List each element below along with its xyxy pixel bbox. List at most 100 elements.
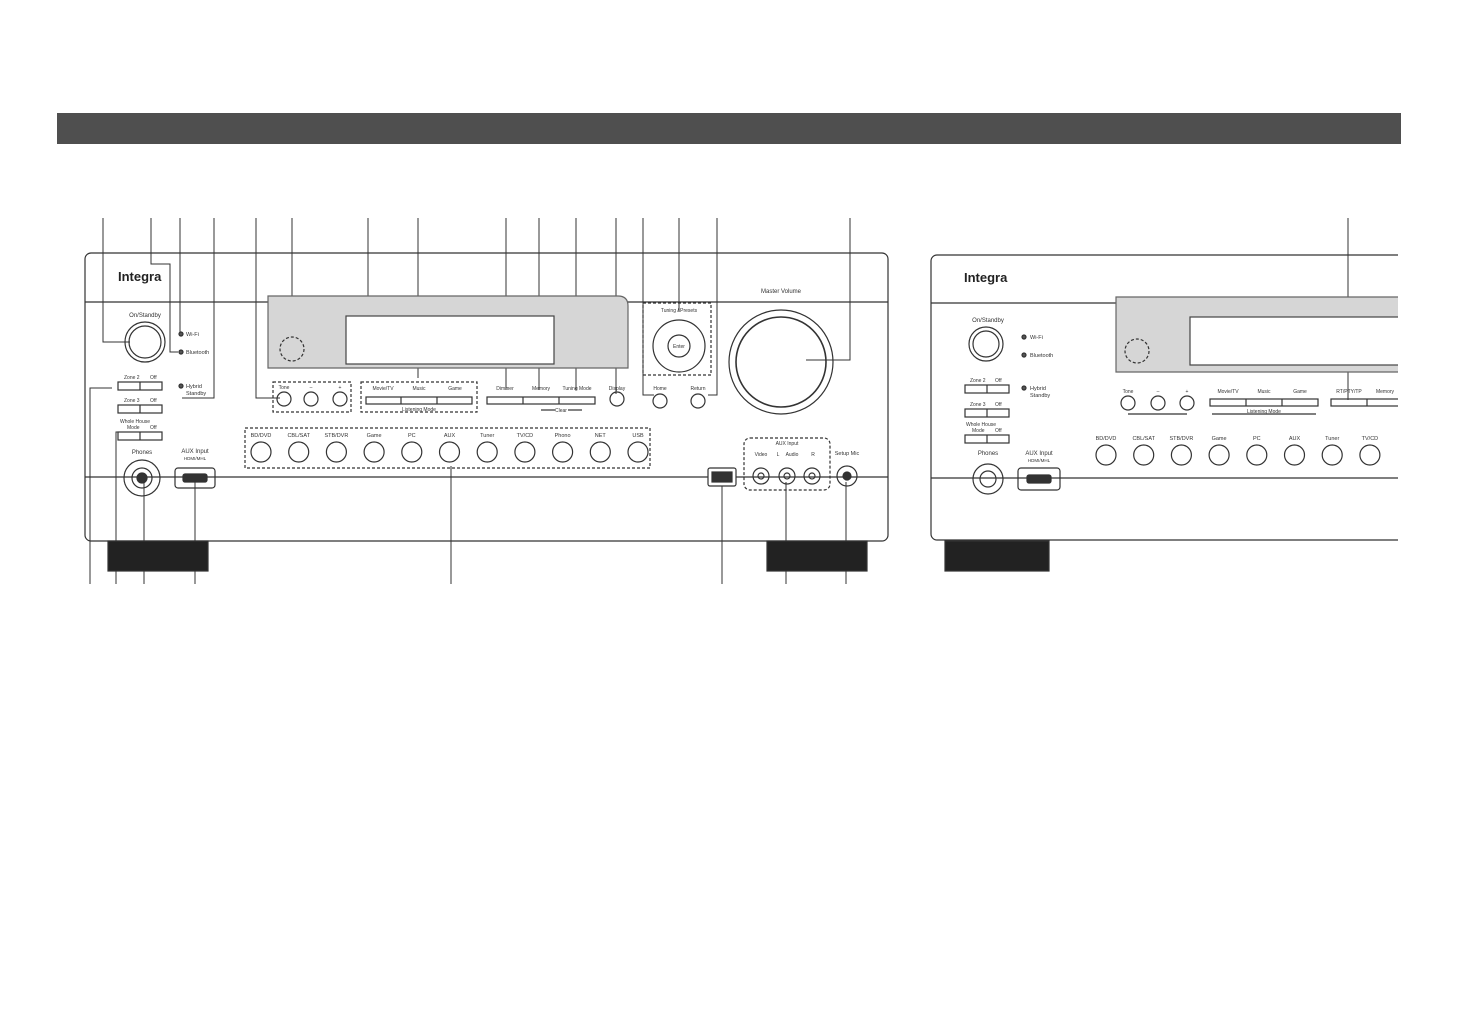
- input-selector-2-button-6: [1321, 444, 1343, 466]
- display-screen: [345, 315, 555, 365]
- chassis-2: [930, 254, 1398, 541]
- on-standby-label-2: On/Standby: [972, 318, 1004, 324]
- input-selector-2-button-5: [1283, 444, 1306, 466]
- whole-house-label: Whole House: [120, 419, 150, 425]
- input-selector-label-3: Game: [367, 433, 382, 439]
- whole-house-mode-label-2: Mode: [972, 428, 985, 434]
- input-selector-button-9: [589, 441, 611, 463]
- tone-minus-button: [303, 391, 319, 407]
- movie-tv-label-2: Movie/TV: [1217, 389, 1239, 395]
- tone-minus-label-2: –: [1157, 389, 1160, 395]
- input-selector-2-label-0: BD/DVD: [1096, 436, 1117, 442]
- zone2-off-label: Off: [150, 375, 157, 381]
- on-standby-label: On/Standby: [129, 313, 161, 319]
- aux-l-label: L: [777, 452, 780, 458]
- home-button: [652, 393, 668, 409]
- memory-label: Memory: [532, 386, 551, 392]
- input-selector-label-8: Phono: [555, 433, 571, 439]
- hybrid-label-2: Hybrid: [1030, 386, 1046, 392]
- input-selector-2-button-2: [1170, 444, 1193, 466]
- music-label-2: Music: [1257, 389, 1271, 395]
- listening-mode-caption-2: Listening Mode: [1247, 409, 1281, 415]
- zone2-off-label-2: Off: [995, 378, 1002, 384]
- input-selector-button-1: [288, 441, 310, 463]
- aux-audio-l-jack: [778, 467, 796, 485]
- cursor-ring: [652, 319, 706, 373]
- aux-audio-r-jack: [803, 467, 821, 485]
- input-selector-label-6: Tuner: [480, 433, 494, 439]
- zone2-label-2: Zone 2: [970, 378, 986, 384]
- input-selector-2-label-1: CBL/SAT: [1132, 436, 1155, 442]
- setup-mic-jack: [836, 465, 858, 487]
- input-selector-2-button-0: [1095, 444, 1117, 466]
- tone-minus-label: –: [310, 385, 313, 391]
- aux-hdmi-label: AUX Input: [181, 449, 209, 455]
- wifi-indicator: [178, 331, 184, 337]
- input-selector-label-10: USB: [632, 433, 644, 439]
- brand-logo-2: Integra: [964, 270, 1008, 285]
- master-volume-knob-outer: [728, 309, 834, 415]
- return-button: [690, 393, 706, 409]
- enter-button: [667, 334, 691, 358]
- input-selector-button-4: [401, 441, 423, 463]
- aux-hdmi-sub-label: HDMI/MHL: [184, 456, 207, 461]
- aux-video-jack: [752, 467, 770, 485]
- tone-label: Tone: [279, 385, 290, 391]
- section-header-bar: [57, 113, 1401, 144]
- setup-mic-label: Setup Mic: [835, 451, 860, 457]
- input-selector-label-5: AUX: [444, 433, 456, 439]
- whole-house-label-2: Whole House: [966, 422, 996, 428]
- input-selector-2-label-4: PC: [1253, 436, 1261, 442]
- tone-button: [276, 391, 292, 407]
- tone-plus-label-2: +: [1186, 389, 1189, 395]
- tone-plus-button: [332, 391, 348, 407]
- whole-house-off-label: Off: [150, 425, 157, 431]
- display-screen-2: [1189, 316, 1398, 366]
- remote-sensor: [279, 336, 305, 362]
- brand-logo: Integra: [118, 269, 162, 284]
- aux-hdmi-label-2: AUX Input: [1025, 451, 1053, 457]
- tone-plus-label: +: [339, 385, 342, 391]
- chassis: [84, 252, 889, 542]
- input-selector-2-label-7: TV/CD: [1362, 436, 1379, 442]
- input-selector-button-0: [250, 441, 272, 463]
- input-selector-label-2: STB/DVR: [324, 433, 348, 439]
- standby-label: Standby: [186, 391, 206, 397]
- display-button: [609, 391, 625, 407]
- hybrid-label: Hybrid: [186, 384, 202, 390]
- input-selector-2-label-3: Game: [1212, 436, 1227, 442]
- input-selector-button-5: [438, 441, 461, 463]
- memory-group-bar: [486, 396, 596, 405]
- game-label-2: Game: [1293, 389, 1307, 395]
- zone3-off-label: Off: [150, 398, 157, 404]
- input-selector-button-2: [325, 441, 347, 463]
- aux-input-title: AUX Input: [776, 441, 799, 447]
- input-selector-button-6: [476, 441, 498, 463]
- input-selector-button-7: [514, 441, 536, 463]
- memory-label-2: Memory: [1376, 389, 1395, 395]
- on-standby-button-2: [968, 326, 1004, 362]
- tuning-presets-label: Tuning / Presets: [661, 308, 698, 314]
- input-selector-2-label-6: Tuner: [1325, 436, 1339, 442]
- bluetooth-label-2: Bluetooth: [1030, 353, 1053, 359]
- rt-pty-tp-label-2: RT/PTY/TP: [1336, 389, 1362, 395]
- input-selector-2-label-5: AUX: [1289, 436, 1301, 442]
- main-unit-labels: Integra On/Standby Wi-Fi Bluetooth Hybri…: [118, 269, 859, 461]
- aux-r-label: R: [811, 452, 815, 458]
- master-volume-knob: [735, 316, 827, 408]
- bluetooth-label: Bluetooth: [186, 350, 209, 356]
- clear-caption: Clear: [555, 408, 567, 414]
- input-selector-2-label-2: STB/DVR: [1169, 436, 1193, 442]
- aux-audio-label: Audio: [786, 452, 799, 458]
- input-selector-label-7: TV/CD: [517, 433, 534, 439]
- input-selector-label-0: BD/DVD: [251, 433, 272, 439]
- input-selector-2-button-7: [1359, 444, 1381, 466]
- wifi-label: Wi-Fi: [186, 332, 199, 338]
- input-selector-label-9: NET: [595, 433, 607, 439]
- bluetooth-indicator: [178, 349, 184, 355]
- phones-jack: [123, 459, 161, 497]
- input-selector-label-1: CBL/SAT: [287, 433, 310, 439]
- foot-left: [107, 540, 209, 572]
